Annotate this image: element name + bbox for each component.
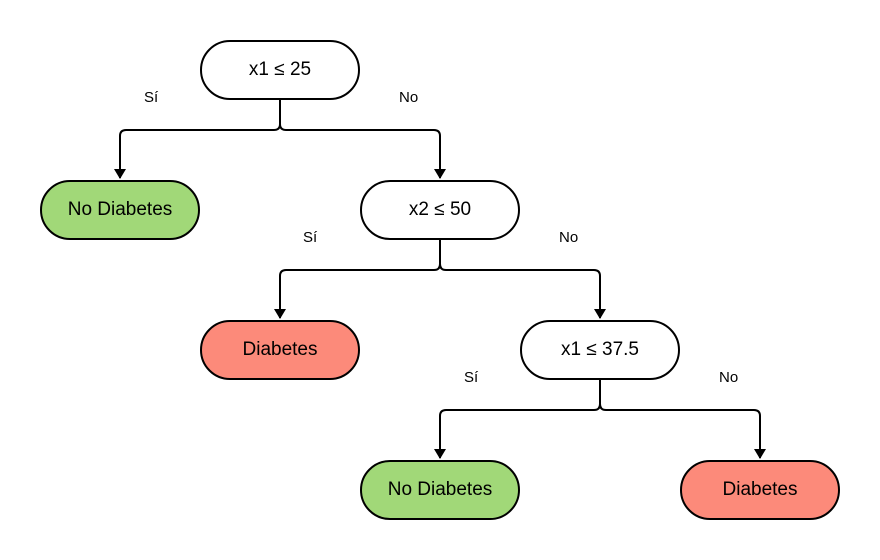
- leaf-node-diabetes-1: Diabetes: [200, 320, 360, 380]
- edge-x2-yes: [274, 240, 441, 319]
- leaf-node-no-diabetes-2-label: No Diabetes: [387, 479, 493, 500]
- decision-node-root-label: x1 ≤ 25: [248, 59, 312, 80]
- leaf-node-no-diabetes-1-label: No Diabetes: [67, 199, 173, 220]
- edge-x1b-yes: [434, 380, 601, 459]
- branch-label-no-x1-second: No: [719, 369, 739, 386]
- decision-node-x1-second: x1 ≤ 37.5: [520, 320, 680, 380]
- leaf-node-no-diabetes-2: No Diabetes: [360, 460, 520, 520]
- decision-node-root: x1 ≤ 25: [200, 40, 360, 100]
- edge-x2-no: [439, 263, 606, 319]
- edge-x1b-no: [599, 403, 766, 459]
- decision-node-x1-second-label: x1 ≤ 37.5: [560, 339, 640, 360]
- leaf-node-diabetes-2-label: Diabetes: [722, 479, 798, 500]
- branch-label-no-x2: No: [559, 229, 579, 246]
- branch-label-yes-x2: Sí: [303, 229, 318, 246]
- edge-root-yes: [114, 100, 281, 179]
- leaf-node-diabetes-1-label: Diabetes: [242, 339, 318, 360]
- decision-node-x2-label: x2 ≤ 50: [408, 199, 472, 220]
- leaf-node-no-diabetes-1: No Diabetes: [40, 180, 200, 240]
- edge-root-no: [279, 123, 446, 179]
- branch-label-no-root: No: [399, 89, 419, 106]
- leaf-node-diabetes-2: Diabetes: [680, 460, 840, 520]
- branch-label-yes-root: Sí: [144, 89, 159, 106]
- decision-node-x2: x2 ≤ 50: [360, 180, 520, 240]
- branch-label-yes-x1-second: Sí: [464, 369, 479, 386]
